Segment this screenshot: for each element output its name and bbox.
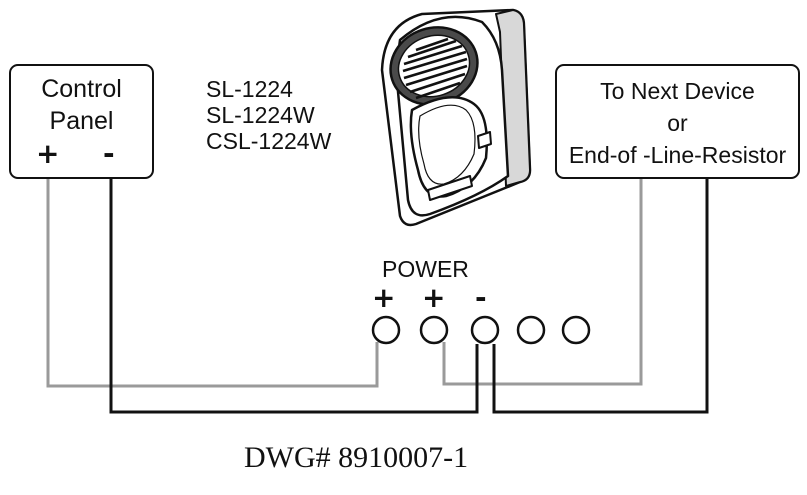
control-panel-minus-sign: - bbox=[103, 137, 115, 170]
terminal-3 bbox=[470, 315, 500, 345]
wire-panel-positive bbox=[46, 178, 379, 388]
terminal-5 bbox=[561, 315, 591, 345]
next-device-line2: or bbox=[667, 110, 688, 136]
next-device-line1: To Next Device bbox=[600, 78, 755, 104]
wire-panel-negative bbox=[109, 178, 479, 414]
terminal-1 bbox=[371, 315, 401, 345]
power-terminals bbox=[371, 315, 591, 345]
terminal-2 bbox=[419, 315, 449, 345]
control-panel-plus-sign: + bbox=[36, 137, 60, 170]
power-sign-plus-1: + bbox=[372, 281, 396, 314]
control-panel-title-line1: Control bbox=[41, 75, 122, 103]
model-list-item: CSL-1224W bbox=[206, 128, 332, 154]
wire-next-device-negative bbox=[492, 178, 709, 414]
power-sign-minus: - bbox=[475, 281, 487, 314]
power-label: POWER bbox=[382, 256, 469, 282]
terminal-4 bbox=[516, 315, 546, 345]
next-device-box bbox=[555, 64, 800, 179]
model-list-item: SL-1224 bbox=[206, 76, 293, 102]
next-device-line3: End-of -Line-Resistor bbox=[568, 142, 787, 168]
drawing-number: DWG# 8910007-1 bbox=[244, 441, 469, 474]
model-list-item: SL-1224W bbox=[206, 102, 315, 128]
strobe-horn-device-icon bbox=[380, 8, 532, 227]
power-sign-plus-2: + bbox=[422, 281, 446, 314]
control-panel-box bbox=[9, 64, 154, 179]
wire-next-device-positive bbox=[442, 178, 643, 386]
control-panel-title-line2: Panel bbox=[49, 107, 114, 135]
